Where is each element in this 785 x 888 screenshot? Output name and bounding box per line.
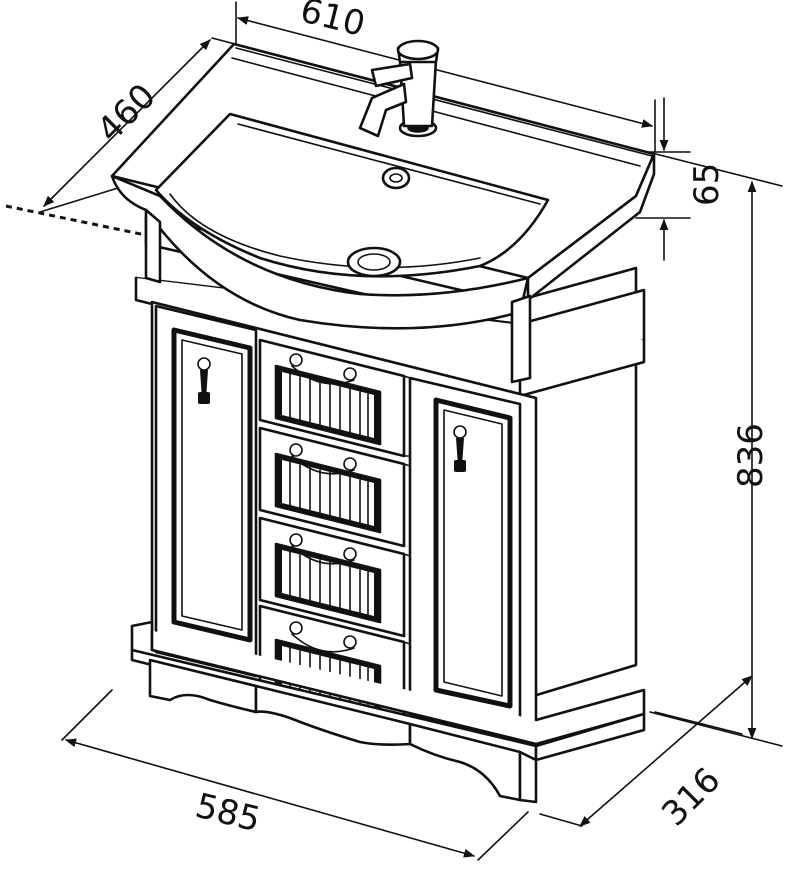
dim-top-width: 610 <box>296 0 369 45</box>
door-knob-icon <box>197 357 211 404</box>
drawer-handle-icon <box>289 533 357 565</box>
drawer-grille <box>274 452 382 534</box>
dim-basin-height: 65 <box>687 163 727 206</box>
door-knob-icon <box>453 425 467 472</box>
drawer-handle-icon <box>289 353 357 385</box>
faucet-icon <box>358 39 440 138</box>
dimension-lines <box>39 1 783 861</box>
drain-icon <box>346 246 402 278</box>
washbasin <box>110 42 656 384</box>
drawer-handle-icon <box>289 443 357 475</box>
dim-cabinet-depth: 316 <box>654 760 728 834</box>
drawer-handle-icon <box>289 621 357 653</box>
drawer-grille <box>274 542 382 624</box>
overflow-hole-icon <box>381 166 411 190</box>
dim-total-height: 836 <box>731 423 771 488</box>
drawer-grille <box>274 364 382 446</box>
